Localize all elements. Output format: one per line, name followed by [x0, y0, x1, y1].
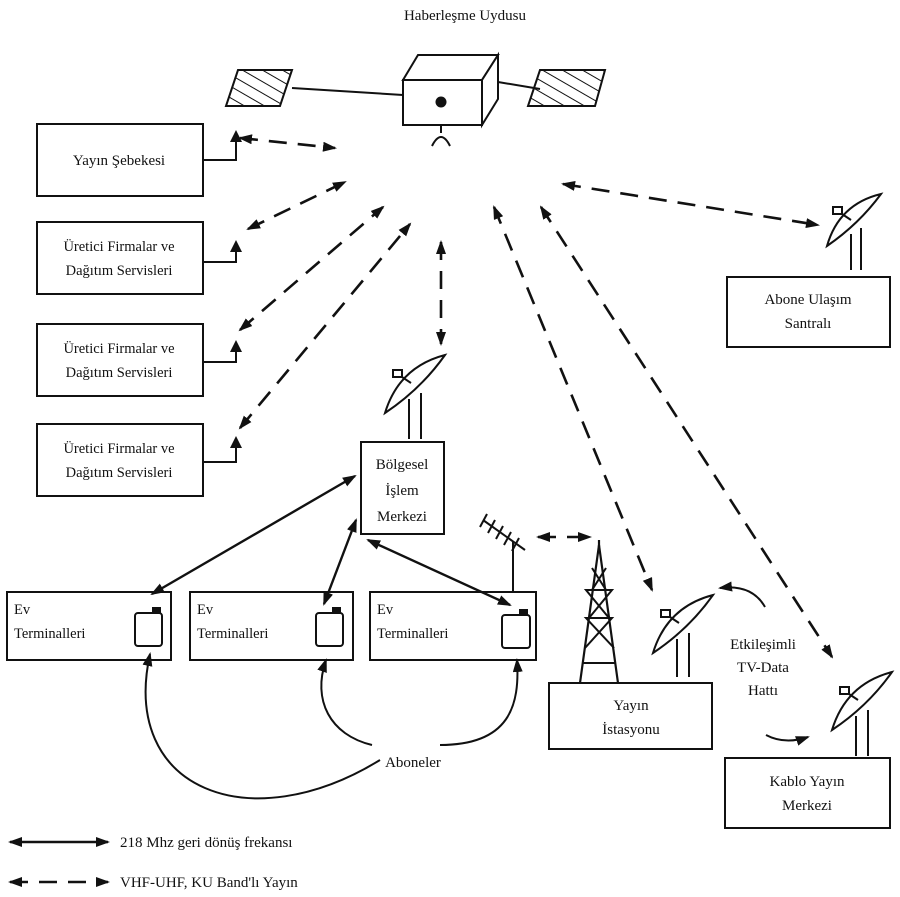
uretici-2-line1: Üretici Firmalar ve	[63, 340, 174, 357]
yayin-istasyonu-line1: Yayın	[613, 698, 649, 714]
ev-3-line1: Ev	[377, 602, 394, 618]
abone-ulasim-box: Abone Ulaşım Santralı	[726, 276, 891, 348]
abone-ulasim-line1: Abone Ulaşım	[764, 292, 851, 308]
yayin-istasyonu-box: Yayın İstasyonu	[548, 682, 713, 750]
abone-ulasim-line2: Santralı	[785, 316, 832, 332]
kablo-yayin-line1: Kablo Yayın	[769, 774, 845, 790]
bolgesel-line2: İşlem	[385, 483, 419, 499]
ev-3-line2: Terminalleri	[377, 626, 448, 642]
solid-links	[150, 474, 512, 607]
legend: 218 Mhz geri dönüş frekansı VHF-UHF, KU …	[8, 835, 298, 891]
ev-terminal-box-2: Ev Terminalleri	[189, 591, 354, 661]
dish-antenna-icon-abone	[825, 192, 884, 270]
dish-antenna-icon-bolgesel	[383, 353, 448, 439]
aboneler-curves	[142, 652, 523, 800]
uretici-3-line2: Dağıtım Servisleri	[66, 465, 173, 481]
ev-2-line1: Ev	[197, 602, 214, 618]
satellite-icon	[224, 51, 607, 147]
ev-1-line1: Ev	[14, 602, 31, 618]
etkilesimli-line2: TV-Data	[737, 660, 789, 676]
etkilesimli-label: Etkileşimli TV-Data Hattı	[730, 637, 796, 699]
dashed-links	[238, 134, 834, 659]
legend-dashed-label: VHF-UHF, KU Band'lı Yayın	[120, 875, 298, 891]
etkilesimli-line1: Etkileşimli	[730, 637, 796, 653]
aboneler-label: Aboneler	[385, 755, 441, 771]
etkilesimli-line3: Hattı	[748, 683, 778, 699]
uretici-1-line1: Üretici Firmalar ve	[63, 238, 174, 255]
ev-2-line2: Terminalleri	[197, 626, 268, 642]
uretici-box-3: Üretici Firmalar ve Dağıtım Servisleri	[36, 423, 204, 497]
uretici-1-line2: Dağıtım Servisleri	[66, 263, 173, 279]
box-antenna-stubs	[203, 130, 242, 463]
diagram-title: Haberleşme Uydusu	[404, 8, 527, 24]
kablo-yayin-box: Kablo Yayın Merkezi	[724, 757, 891, 829]
uretici-box-1: Üretici Firmalar ve Dağıtım Servisleri	[36, 221, 204, 295]
ev-terminal-box-1: Ev Terminalleri	[6, 591, 172, 661]
yayin-sebekesi-box: Yayın Şebekesi	[36, 123, 204, 197]
ev-terminal-box-3: Ev Terminalleri	[369, 591, 537, 661]
bolgesel-line1: Bölgesel	[376, 457, 429, 473]
broadcast-tower-icon	[578, 540, 620, 684]
legend-solid-label: 218 Mhz geri dönüş frekansı	[120, 835, 292, 851]
uretici-3-line1: Üretici Firmalar ve	[63, 440, 174, 457]
dish-antenna-icon-kablo	[830, 670, 895, 756]
uretici-2-line2: Dağıtım Servisleri	[66, 365, 173, 381]
etkilesimli-arrows	[718, 581, 810, 746]
yayin-istasyonu-line2: İstasyonu	[602, 722, 660, 738]
tv-antenna-icon	[479, 513, 526, 592]
ev-1-line2: Terminalleri	[14, 626, 85, 642]
dish-antenna-icon-istasyon	[651, 593, 716, 677]
yayin-sebekesi-label: Yayın Şebekesi	[73, 153, 165, 169]
kablo-yayin-line2: Merkezi	[782, 798, 832, 814]
bolgesel-line3: Merkezi	[377, 509, 427, 525]
bolgesel-box: Bölgesel İşlem Merkezi	[360, 441, 445, 535]
uretici-box-2: Üretici Firmalar ve Dağıtım Servisleri	[36, 323, 204, 397]
